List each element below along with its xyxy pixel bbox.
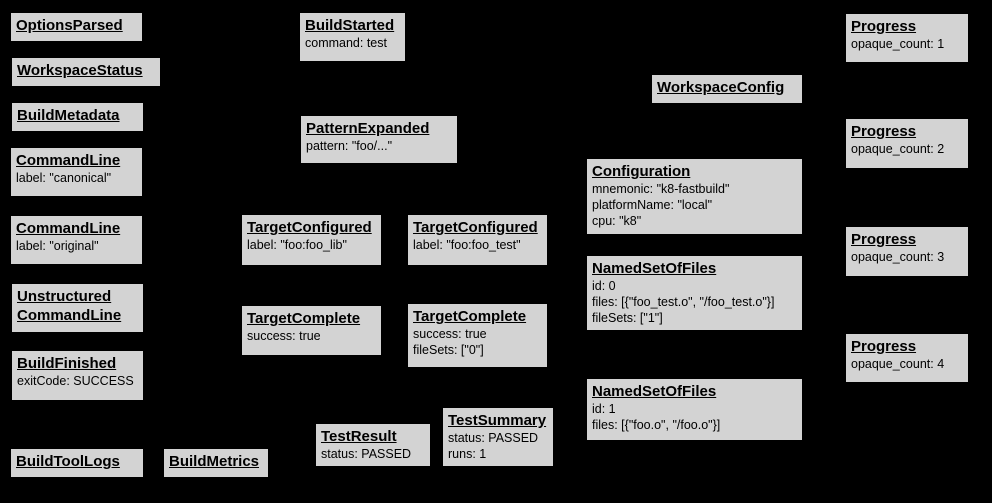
node-title: BuildStarted	[305, 17, 395, 34]
node-title: Configuration	[592, 163, 691, 180]
node-progress-4: Progress opaque_count: 4	[845, 333, 969, 383]
node-attribute: pattern: "foo/..."	[306, 139, 393, 153]
node-title: Progress	[851, 231, 917, 248]
node-build-finished: BuildFinished exitCode: SUCCESS	[11, 350, 144, 401]
node-attribute: label: "foo:foo_lib"	[247, 238, 347, 252]
node-title: WorkspaceConfig	[657, 79, 785, 96]
node-attribute: fileSets: ["0"]	[413, 343, 484, 357]
node-title: CommandLine	[16, 220, 121, 237]
node-workspace-config: WorkspaceConfig	[651, 74, 803, 104]
node-title: TargetConfigured	[247, 219, 372, 236]
node-title: BuildToolLogs	[16, 453, 120, 470]
node-pattern-expanded: PatternExpanded pattern: "foo/..."	[300, 115, 458, 164]
node-test-summary: TestSummary status: PASSED runs: 1	[442, 407, 554, 467]
node-attribute: id: 0	[592, 279, 616, 293]
node-configuration: Configuration mnemonic: "k8-fastbuild" pla…	[586, 158, 803, 235]
node-build-started: BuildStarted command: test	[299, 12, 406, 62]
node-target-configured-foo-test: TargetConfigured label: "foo:foo_test"	[407, 214, 548, 266]
node-title: BuildMetadata	[17, 107, 120, 124]
node-title: CommandLine	[17, 307, 122, 324]
node-attribute: success: true	[413, 327, 487, 341]
node-progress-1: Progress opaque_count: 1	[845, 13, 969, 63]
node-attribute: label: "canonical"	[16, 171, 112, 185]
node-attribute: status: PASSED	[321, 447, 412, 461]
node-title: NamedSetOfFiles	[592, 260, 717, 277]
node-target-configured-foo-lib: TargetConfigured label: "foo:foo_lib"	[241, 214, 382, 266]
node-title: TestResult	[321, 428, 397, 445]
node-progress-2: Progress opaque_count: 2	[845, 118, 969, 169]
node-attribute: opaque_count: 2	[851, 142, 945, 156]
node-title: TargetConfigured	[413, 219, 538, 236]
node-title: PatternExpanded	[306, 120, 430, 137]
node-title: Progress	[851, 18, 917, 35]
node-command-line-original: CommandLine label: "original"	[10, 215, 143, 265]
node-title: NamedSetOfFiles	[592, 383, 717, 400]
node-named-set-of-files-0: NamedSetOfFiles id: 0 files: [{"foo_test.o…	[586, 255, 803, 331]
node-command-line-canonical: CommandLine label: "canonical"	[10, 147, 143, 197]
node-target-complete-foo-test: TargetComplete success: true fileSets: ["0…	[407, 303, 548, 368]
node-attribute: opaque_count: 3	[851, 250, 945, 264]
node-attribute: runs: 1	[448, 447, 487, 461]
node-attribute: success: true	[247, 329, 321, 343]
node-title: TargetComplete	[247, 310, 361, 327]
node-named-set-of-files-1: NamedSetOfFiles id: 1 files: [{"foo.o", "/…	[586, 378, 803, 441]
node-title: TestSummary	[448, 412, 547, 429]
node-attribute: files: [{"foo_test.o", "/foo_test.o"}]	[592, 295, 775, 309]
node-build-metadata: BuildMetadata	[11, 102, 144, 132]
node-build-metrics: BuildMetrics	[163, 448, 269, 478]
node-attribute: id: 1	[592, 402, 616, 416]
node-attribute: opaque_count: 4	[851, 357, 945, 371]
node-title: CommandLine	[16, 152, 121, 169]
node-attribute: opaque_count: 1	[851, 37, 945, 51]
node-attribute: label: "original"	[16, 239, 99, 253]
node-attribute: files: [{"foo.o", "/foo.o"}]	[592, 418, 721, 432]
node-options-parsed: OptionsParsed	[10, 12, 143, 42]
node-title: BuildMetrics	[169, 453, 260, 470]
node-attribute: platformName: "local"	[592, 198, 713, 212]
node-title: TargetComplete	[413, 308, 527, 325]
node-target-complete-foo-lib: TargetComplete success: true	[241, 305, 382, 356]
node-attribute: mnemonic: "k8-fastbuild"	[592, 182, 730, 196]
node-attribute: exitCode: SUCCESS	[17, 374, 134, 388]
node-attribute: status: PASSED	[448, 431, 539, 445]
node-test-result: TestResult status: PASSED	[315, 423, 431, 467]
node-title: OptionsParsed	[16, 17, 123, 34]
node-title: Unstructured	[17, 288, 112, 305]
node-attribute: fileSets: ["1"]	[592, 311, 663, 325]
node-title: Progress	[851, 338, 917, 355]
node-attribute: label: "foo:foo_test"	[413, 238, 521, 252]
node-title: BuildFinished	[17, 355, 117, 372]
node-title: WorkspaceStatus	[17, 62, 143, 79]
node-workspace-status: WorkspaceStatus	[11, 57, 161, 87]
node-attribute: cpu: "k8"	[592, 214, 642, 228]
node-attribute: command: test	[305, 36, 387, 50]
node-title: Progress	[851, 123, 917, 140]
node-build-tool-logs: BuildToolLogs	[10, 448, 144, 478]
node-progress-3: Progress opaque_count: 3	[845, 226, 969, 277]
